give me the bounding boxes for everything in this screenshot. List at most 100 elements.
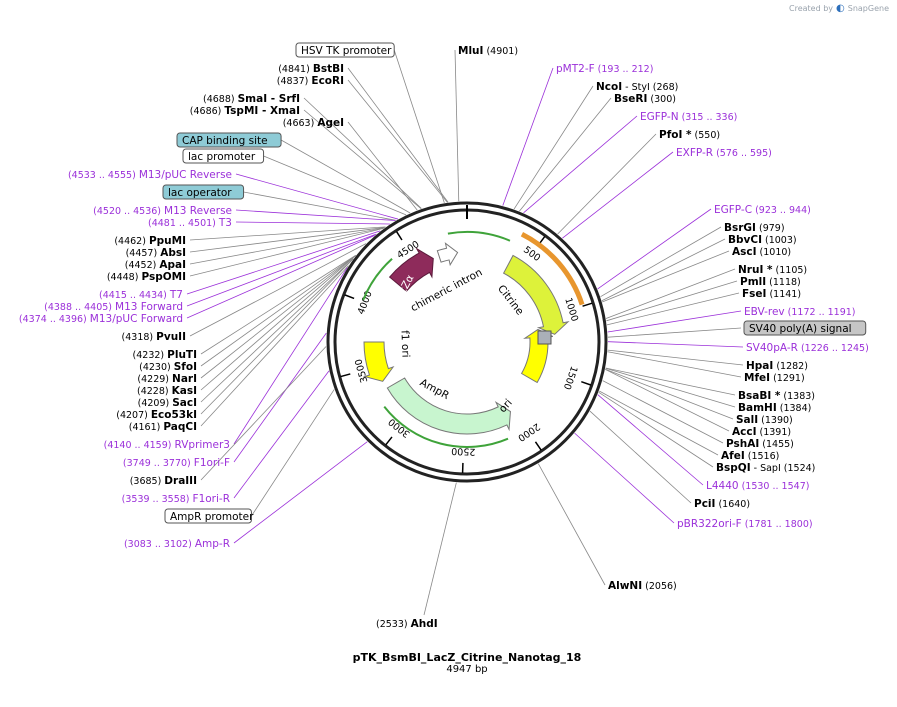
label-ncoi[interactable]: NcoI - StyI (268) (596, 81, 678, 93)
label-ebv-rev[interactable]: EBV-rev (1172 .. 1191) (744, 306, 856, 318)
label-name: pMT2-F (556, 63, 595, 75)
leader-line (600, 226, 722, 298)
label-l4440[interactable]: L4440 (1530 .. 1547) (706, 480, 809, 492)
label-m13-forward[interactable]: (4388 .. 4405) M13 Forward (44, 301, 183, 313)
label-egfp-n[interactable]: EGFP-N (315 .. 336) (640, 111, 737, 123)
label-bspqi[interactable]: BspQI - SapI (1524) (716, 462, 815, 474)
label-pmt2-f[interactable]: pMT2-F (193 .. 212) (556, 63, 653, 75)
leader-line (597, 394, 704, 486)
label-sv40pa-r[interactable]: SV40pA-R (1226 .. 1245) (746, 342, 869, 354)
label-lac-promoter[interactable]: lac promoter (182, 148, 265, 164)
leader-line (602, 250, 730, 303)
label-text: (4161) PaqCI (129, 421, 197, 433)
leader-line (605, 368, 734, 420)
label-saci[interactable]: (4209) SacI (138, 397, 197, 409)
label-position: (1282) (773, 361, 808, 372)
label-ppumi[interactable]: (4462) PpuMI (114, 235, 186, 247)
label-lac-operator[interactable]: lac operator (162, 184, 245, 200)
label-alwni[interactable]: AlwNI (2056) (608, 580, 677, 592)
label-hsv-tk-promoter[interactable]: HSV TK promoter (295, 42, 395, 58)
label-bsrgi[interactable]: BsrGI (979) (724, 222, 785, 234)
label-bbvci[interactable]: BbvCI (1003) (728, 234, 797, 246)
label-bamhi[interactable]: BamHI (1384) (738, 402, 811, 414)
label-position: (4374 .. 4396) (19, 314, 90, 325)
label-nrui[interactable]: NruI * (1105) (738, 264, 807, 276)
label-afei[interactable]: AfeI (1516) (721, 450, 779, 462)
label-pmli[interactable]: PmlI (1118) (740, 276, 801, 288)
label-position: (193 .. 212) (595, 64, 654, 75)
label-draiii[interactable]: (3685) DraIII (130, 475, 197, 487)
leader-line (189, 227, 385, 265)
label-position: (1781 .. 1800) (742, 519, 813, 530)
label-amp-r[interactable]: (3083 .. 3102) Amp-R (124, 538, 230, 550)
leader-line (423, 482, 457, 616)
label-absi[interactable]: (4457) AbsI (126, 247, 186, 259)
label-bseri[interactable]: BseRI (300) (614, 93, 676, 105)
label-name: T7 (169, 289, 183, 301)
label-fsei[interactable]: FseI (1141) (742, 288, 801, 300)
label-text: (2533) AhdI (376, 618, 438, 630)
leader-line (347, 121, 418, 211)
label-asci[interactable]: AscI (1010) (732, 246, 791, 258)
label-rvprimer3[interactable]: (4140 .. 4159) RVprimer3 (104, 439, 230, 451)
leader-line (189, 227, 384, 277)
label-acci[interactable]: AccI (1391) (732, 426, 791, 438)
label-mlui[interactable]: MluI (4901) (458, 45, 518, 57)
label-cap-binding-site[interactable]: CAP binding site (176, 132, 282, 148)
label-sv40-poly-a-signal[interactable]: SV40 poly(A) signal (743, 320, 867, 336)
label-text: AccI (1391) (732, 426, 791, 438)
coverage-arc (362, 258, 393, 301)
label-pcii[interactable]: PciI (1640) (694, 498, 750, 510)
ruler-tick-label: 2000 (516, 420, 542, 443)
label-ahdi[interactable]: (2533) AhdI (376, 618, 438, 630)
label-sali[interactable]: SalI (1390) (736, 414, 793, 426)
promoter-arc (520, 231, 585, 306)
label-name: AscI (732, 246, 757, 258)
leader-line (200, 255, 356, 379)
label-egfp-c[interactable]: EGFP-C (923 .. 944) (714, 204, 811, 216)
label-f1ori-f[interactable]: (3749 .. 3770) F1ori-F (123, 457, 230, 469)
label-pbr322ori-f[interactable]: pBR322ori-F (1781 .. 1800) (677, 518, 813, 530)
label-position: (4229) (137, 374, 172, 385)
label-name: EcoRI (311, 75, 344, 87)
label-smai[interactable]: (4688) SmaI - SrfI (203, 93, 300, 105)
label-t7[interactable]: (4415 .. 4434) T7 (99, 289, 183, 301)
label-eco53ki[interactable]: (4207) Eco53kI (116, 409, 197, 421)
label-text: pMT2-F (193 .. 212) (556, 63, 653, 75)
leader-line (186, 230, 381, 295)
label-mfei[interactable]: MfeI (1291) (744, 372, 805, 384)
label-pspomi[interactable]: (4448) PspOMI (107, 271, 186, 283)
leader-line (233, 267, 348, 445)
label-ecori[interactable]: (4837) EcoRI (277, 75, 344, 87)
label-name: HpaI (746, 360, 773, 372)
label-m13-reverse[interactable]: (4520 .. 4536) M13 Reverse (93, 205, 232, 217)
label-m13-puc-reverse[interactable]: (4533 .. 4555) M13/pUC Reverse (68, 169, 232, 181)
label-tspmi[interactable]: (4686) TspMI - XmaI (190, 105, 300, 117)
label-paqci[interactable]: (4161) PaqCI (129, 421, 197, 433)
site-labels[interactable]: HSV TK promoter (4841) BstBI(4837) EcoRI (… (19, 42, 869, 630)
label-bsabi[interactable]: BsaBI * (1383) (738, 390, 815, 402)
label-text: (4452) ApaI (125, 259, 186, 271)
label-position: (4228) (137, 386, 172, 397)
label-agei[interactable]: (4663) AgeI (283, 117, 344, 129)
label-pvuii[interactable]: (4318) PvuII (122, 331, 186, 343)
ruler-tick-label: 2500 (451, 445, 476, 457)
label-pfoi[interactable]: PfoI * (550) (659, 129, 720, 141)
label-bstbi[interactable]: (4841) BstBI (278, 63, 344, 75)
label-name: EXFP-R (676, 147, 713, 159)
label-sfoi[interactable]: (4230) SfoI (139, 361, 197, 373)
label-name: pBR322ori-F (677, 518, 742, 530)
label-kasi[interactable]: (4228) KasI (137, 385, 197, 397)
leader-line (605, 367, 736, 408)
label-nari[interactable]: (4229) NarI (137, 373, 197, 385)
label-pluti[interactable]: (4232) PluTI (133, 349, 197, 361)
label-apai[interactable]: (4452) ApaI (125, 259, 186, 271)
label-exfp-r[interactable]: EXFP-R (576 .. 595) (676, 147, 772, 159)
label-pshai[interactable]: PshAI (1455) (726, 438, 794, 450)
label-ampr-promoter[interactable]: AmpR promoter (164, 508, 254, 524)
label-position: (550) (692, 130, 721, 141)
label-hpai[interactable]: HpaI (1282) (746, 360, 808, 372)
label-m13-puc-forward[interactable]: (4374 .. 4396) M13/pUC Forward (19, 313, 183, 325)
label-f1ori-r[interactable]: (3539 .. 3558) F1ori-R (122, 493, 230, 505)
label-t3[interactable]: (4481 .. 4501) T3 (148, 217, 232, 229)
